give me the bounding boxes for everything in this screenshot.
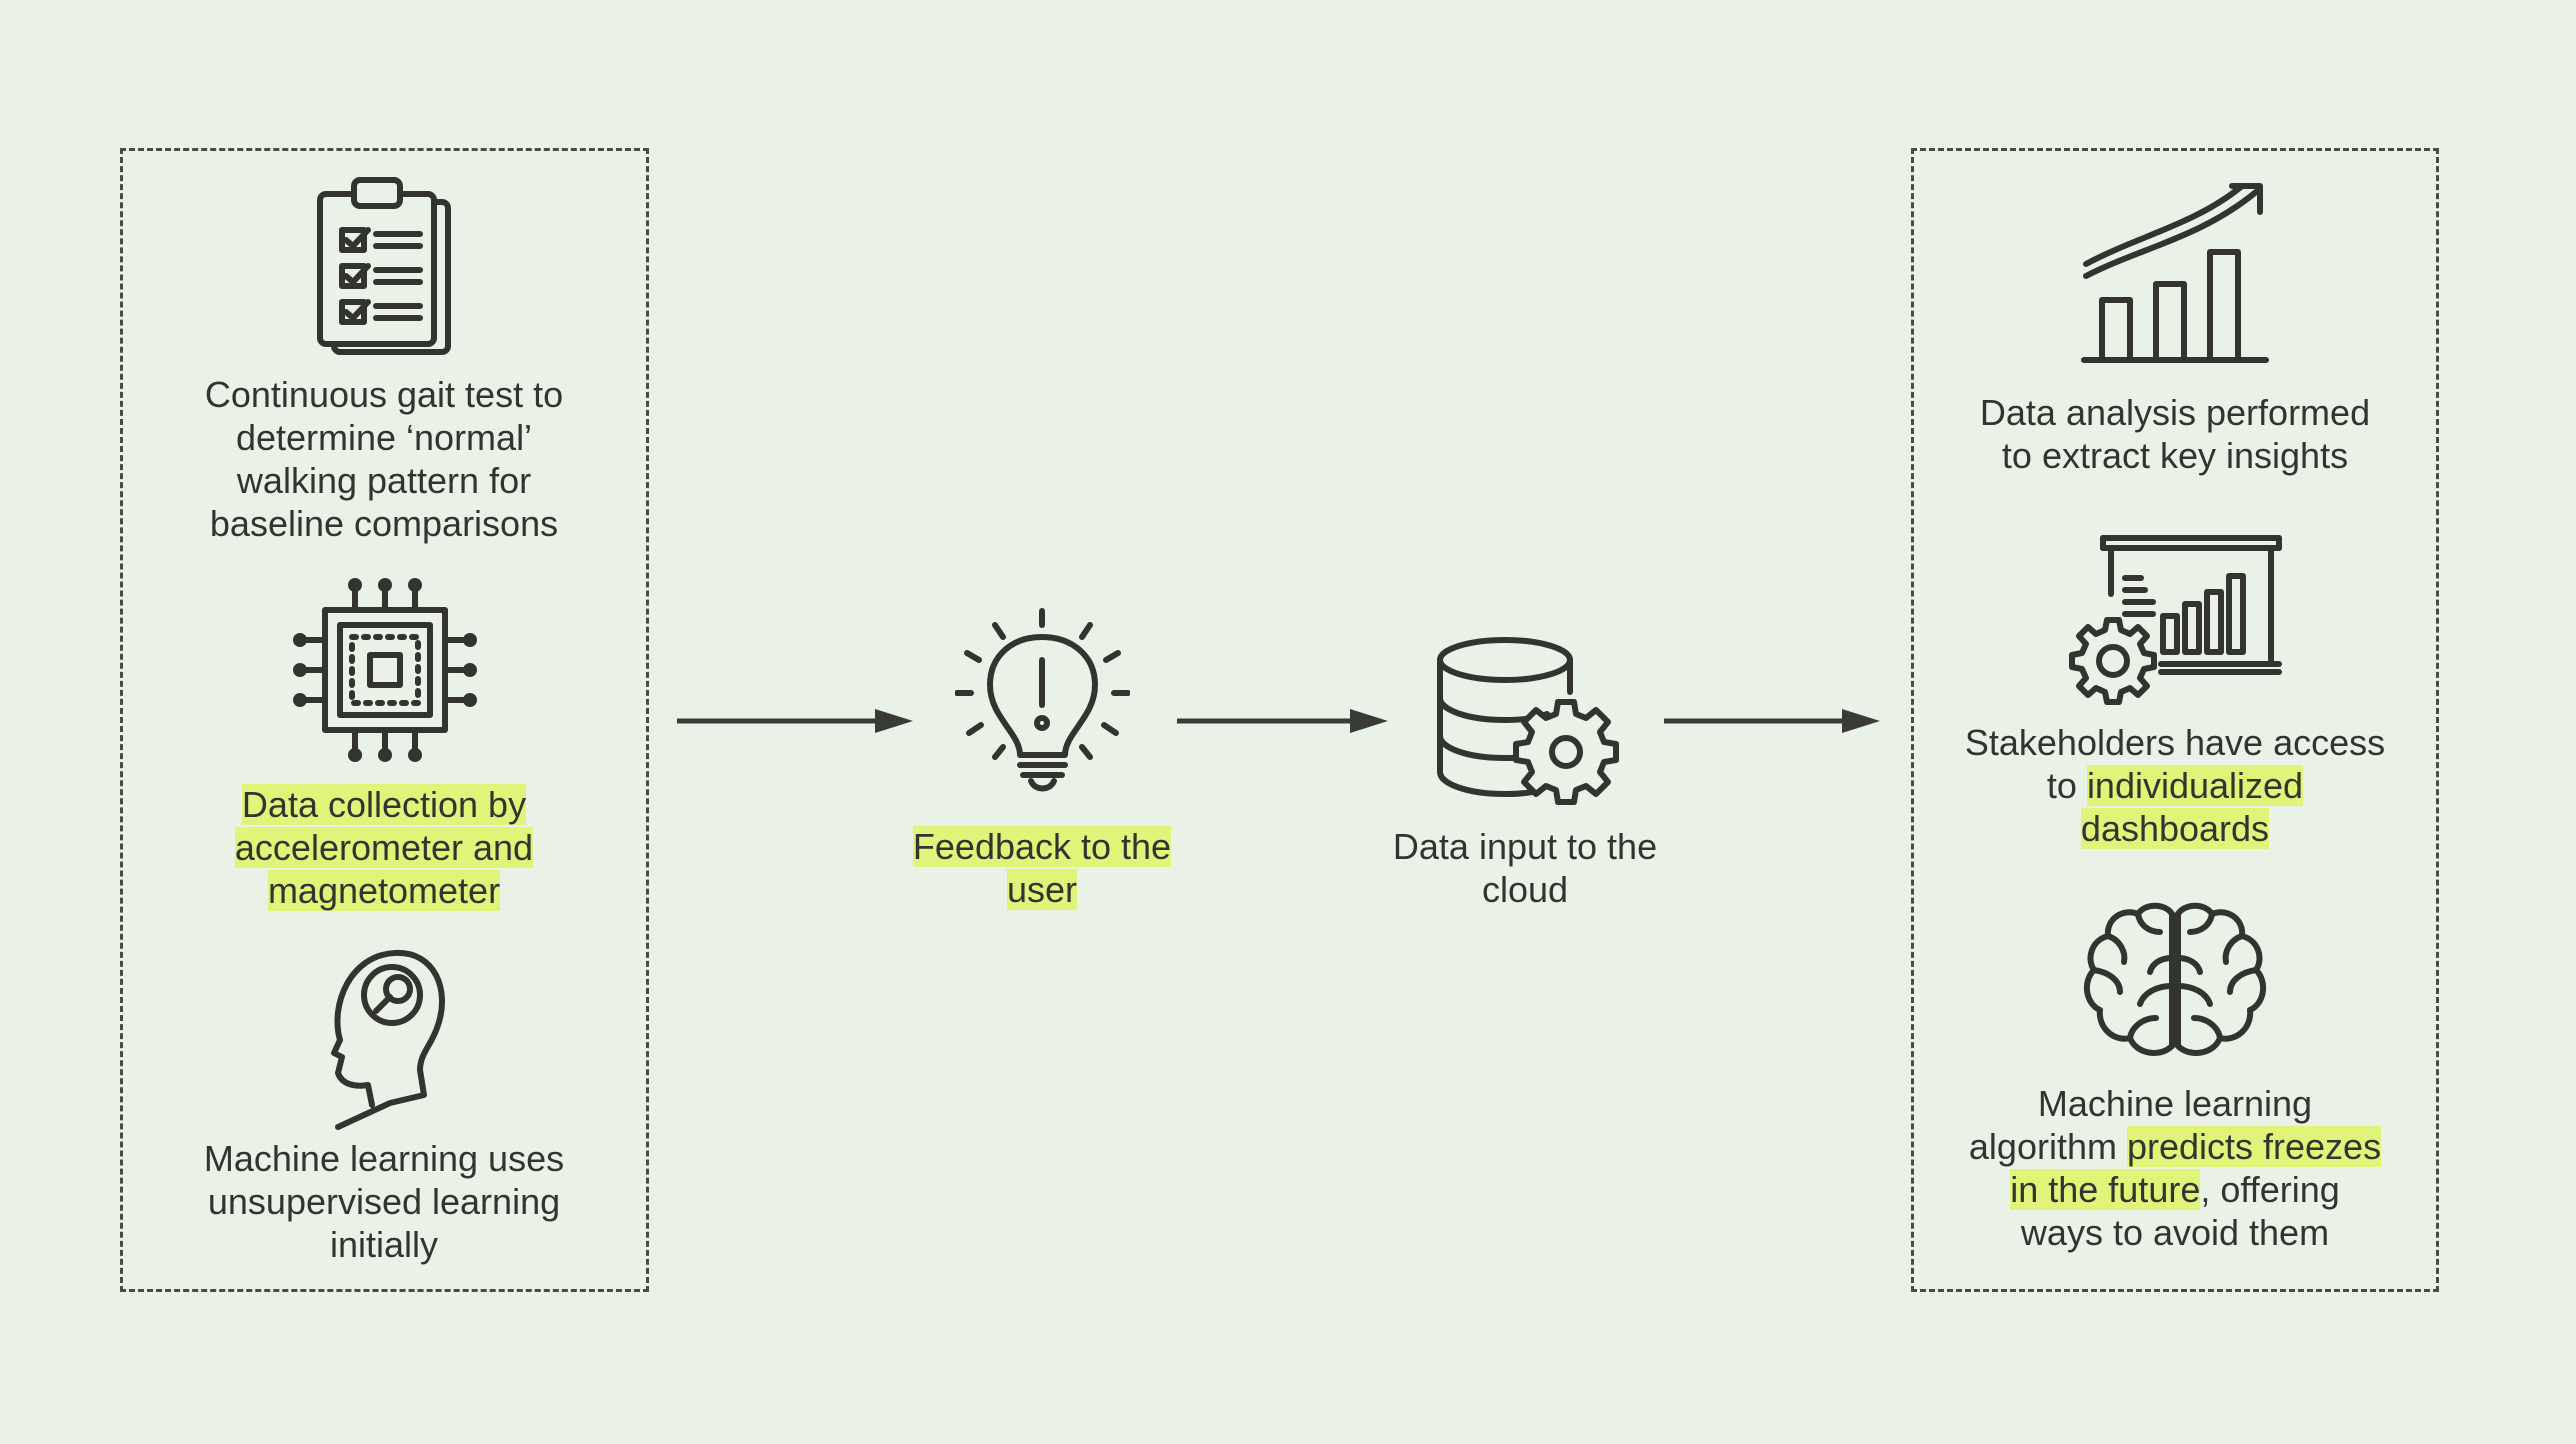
highlighted-text: individualized: [2086, 765, 2304, 806]
highlighted-text: accelerometer and: [234, 827, 534, 868]
caption-line: Data input to the: [1392, 826, 1658, 867]
prediction-caption: Machine learning algorithm predicts free…: [1940, 1082, 2410, 1254]
arrow-to-cloud: [1175, 706, 1390, 736]
caption-line: baseline comparisons: [209, 503, 559, 544]
lightbulb-exclamation-icon: [955, 605, 1130, 795]
caption-line: dashboards: [1940, 807, 2410, 850]
caption-line: Machine learning: [2037, 1083, 2313, 1124]
caption-line: in the future, offering: [1940, 1168, 2410, 1211]
highlighted-text: predicts freezes: [2126, 1126, 2382, 1167]
caption-line: Stakeholders have access: [1964, 722, 2386, 763]
caption-line: cloud: [1481, 869, 1569, 910]
caption-line: Data collection by: [150, 783, 618, 826]
caption-line: algorithm predicts freezes: [1940, 1125, 2410, 1168]
database-gear-icon: [1433, 632, 1623, 807]
clipboard-checklist-icon: [310, 172, 460, 362]
caption-line: walking pattern for: [236, 460, 532, 501]
dashboard-gear-icon: [2067, 534, 2282, 706]
caption-line: to extract key insights: [2001, 435, 2349, 476]
step-machine-learning-caption: Machine learning uses unsupervised learn…: [150, 1137, 618, 1266]
microchip-icon: [290, 575, 480, 765]
feedback-caption: Feedback to the user: [862, 825, 1222, 911]
caption-line: Feedback to the: [862, 825, 1222, 868]
caption-line: determine ‘normal’: [235, 417, 533, 458]
plain-text: algorithm: [1968, 1126, 2127, 1167]
highlighted-text: user: [1006, 869, 1078, 910]
data-analysis-caption: Data analysis performed to extract key i…: [1940, 391, 2410, 477]
brain-icon: [2080, 900, 2270, 1062]
left-group-box: [120, 148, 649, 1292]
cloud-input-caption: Data input to the cloud: [1345, 825, 1705, 911]
right-group-box: [1911, 148, 2439, 1292]
plain-text: to: [2046, 765, 2087, 806]
highlighted-text: Feedback to the: [912, 826, 1172, 867]
growth-chart-icon: [2080, 178, 2270, 366]
highlighted-text: dashboards: [2080, 808, 2270, 849]
caption-line: magnetometer: [150, 869, 618, 912]
head-magnifier-icon: [320, 945, 450, 1130]
arrow-to-feedback: [675, 706, 915, 736]
caption-line: initially: [329, 1224, 439, 1265]
step-data-collection-caption: Data collection by accelerometer and mag…: [150, 783, 618, 912]
caption-line: Continuous gait test to: [204, 374, 564, 415]
caption-line: user: [862, 868, 1222, 911]
caption-line: ways to avoid them: [2020, 1212, 2330, 1253]
caption-line: Machine learning uses: [203, 1138, 565, 1179]
arrow-to-outcomes: [1662, 706, 1882, 736]
caption-line: unsupervised learning: [207, 1181, 561, 1222]
highlighted-text: magnetometer: [267, 870, 501, 911]
highlighted-text: Data collection by: [241, 784, 527, 825]
caption-line: Data analysis performed: [1979, 392, 2371, 433]
caption-line: to individualized: [1940, 764, 2410, 807]
highlighted-text: in the future: [2010, 1169, 2201, 1210]
dashboards-caption: Stakeholders have access to individualiz…: [1940, 721, 2410, 850]
plain-text: , offering: [2200, 1169, 2340, 1210]
caption-line: accelerometer and: [150, 826, 618, 869]
step-gait-test-caption: Continuous gait test to determine ‘norma…: [150, 373, 618, 545]
